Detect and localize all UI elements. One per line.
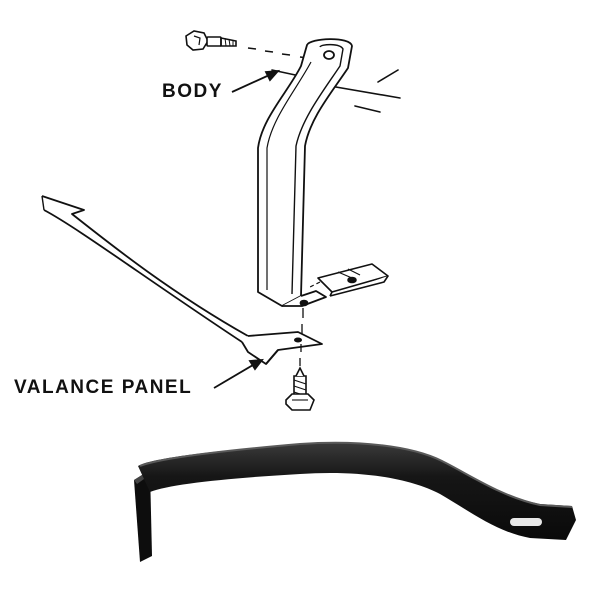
body-label: BODY (162, 81, 223, 102)
bracket-illustration (257, 38, 353, 307)
bracket-photo (134, 441, 576, 562)
leader-arrows (213, 69, 281, 389)
alignment-line (299, 308, 304, 366)
valance-panel (41, 195, 323, 365)
bolt-top (185, 30, 323, 62)
valance-panel-label: VALANCE PANEL (14, 377, 193, 398)
bolt-bottom (285, 366, 315, 411)
clip-nut (307, 263, 389, 297)
